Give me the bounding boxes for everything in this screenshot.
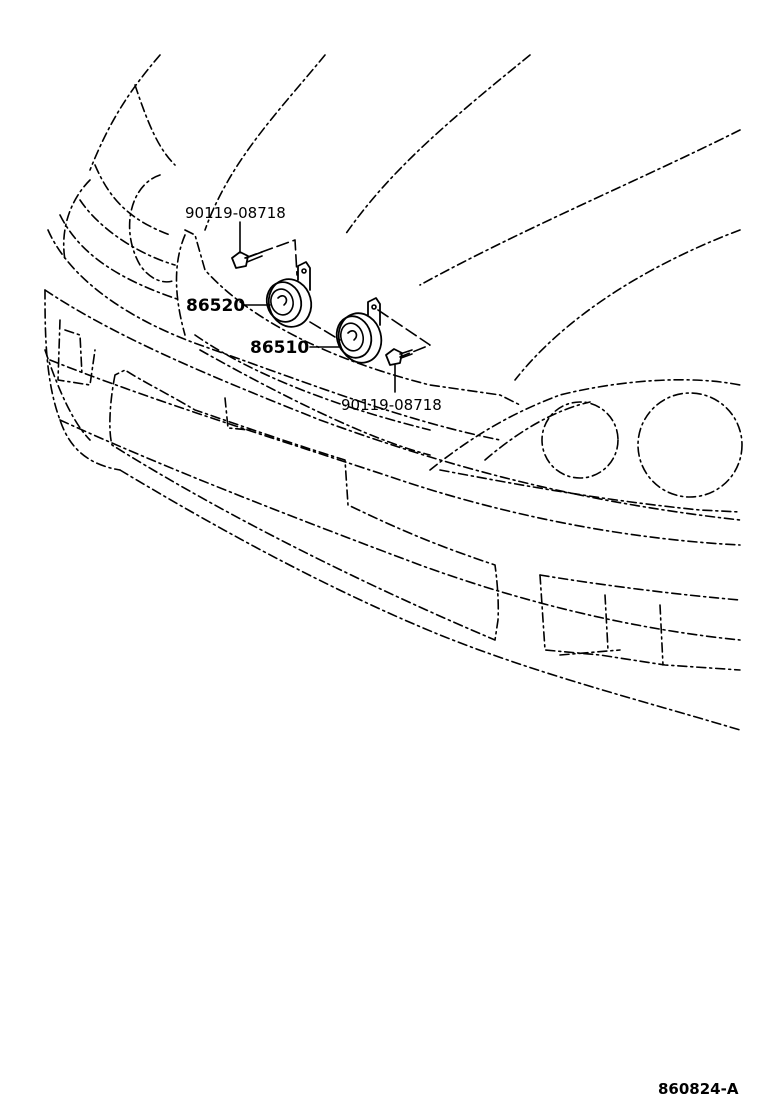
leader-lines xyxy=(239,221,396,393)
label-horn-low: 86510 xyxy=(250,338,309,358)
horn-high-pitch[interactable] xyxy=(262,261,316,332)
bolt-lower[interactable] xyxy=(385,348,413,366)
horn-low-pitch[interactable] xyxy=(332,297,387,368)
label-bolt-lower: 90119-08718 xyxy=(341,396,442,414)
bolt-upper[interactable] xyxy=(231,251,263,269)
diagram-reference: 860824-A xyxy=(658,1080,739,1098)
label-horn-high: 86520 xyxy=(186,296,245,316)
label-bolt-upper: 90119-08718 xyxy=(185,204,286,222)
vehicle-body-outline xyxy=(44,54,743,731)
